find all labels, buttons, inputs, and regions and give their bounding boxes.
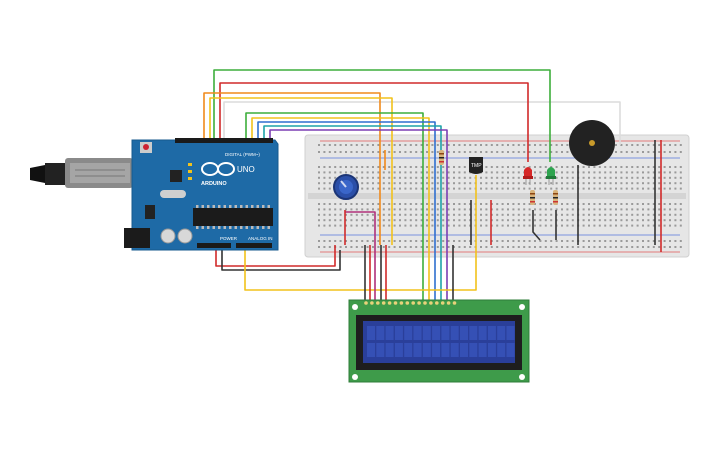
lcd-16x2 <box>348 299 530 383</box>
wire-red-5v <box>215 245 336 267</box>
power-header <box>197 243 231 248</box>
wires <box>203 69 662 300</box>
power-header-label: POWER <box>220 236 238 241</box>
arduino-infinity-logo-icon <box>201 162 235 176</box>
temperature-sensor: TMP <box>469 157 483 174</box>
wire-teal-lcd <box>263 125 442 300</box>
analog-header <box>236 243 272 248</box>
arduino-model: UNO <box>237 165 255 174</box>
led-green <box>546 167 556 185</box>
usb-cable <box>30 158 133 188</box>
wire-red-led <box>219 82 529 162</box>
piezo-buzzer <box>569 120 615 166</box>
digital-header <box>175 138 273 143</box>
analog-header-label: ANALOG IN <box>248 236 273 241</box>
wire-orange <box>203 92 381 245</box>
led-red <box>523 167 533 185</box>
wire-magenta-pot <box>345 211 376 300</box>
wire-black-led <box>532 210 541 241</box>
wire-yellow-lcd <box>251 117 430 300</box>
resistor-led-green <box>553 190 558 205</box>
arduino-brand: ARDUINO <box>201 181 227 187</box>
potentiometer[interactable] <box>333 174 359 200</box>
wire-purple-lcd <box>269 129 448 300</box>
wire-white <box>223 101 621 145</box>
atmega-chip <box>193 208 273 226</box>
arduino-uno-board: ARDUINO UNO DIGITAL (PWM~) POWER ANALOG … <box>30 138 279 251</box>
wire-yellow-top <box>209 97 393 245</box>
breadboard <box>304 134 690 258</box>
wire-green-led <box>213 69 551 162</box>
wire-black-gnd <box>221 245 341 271</box>
digital-header-label: DIGITAL (PWM~) <box>225 152 260 157</box>
wire-green-lcd <box>245 112 424 300</box>
resistor-led-red <box>530 190 535 205</box>
lcd-pin-header <box>364 301 457 305</box>
atmega-pins <box>196 205 270 229</box>
wire-yellow-analog <box>244 175 477 291</box>
wire-blue-lcd <box>257 121 436 300</box>
power-jack <box>124 228 150 248</box>
lcd-character-cells <box>367 326 515 357</box>
sensor-label: TMP <box>471 163 482 169</box>
resistor-1 <box>439 150 444 165</box>
